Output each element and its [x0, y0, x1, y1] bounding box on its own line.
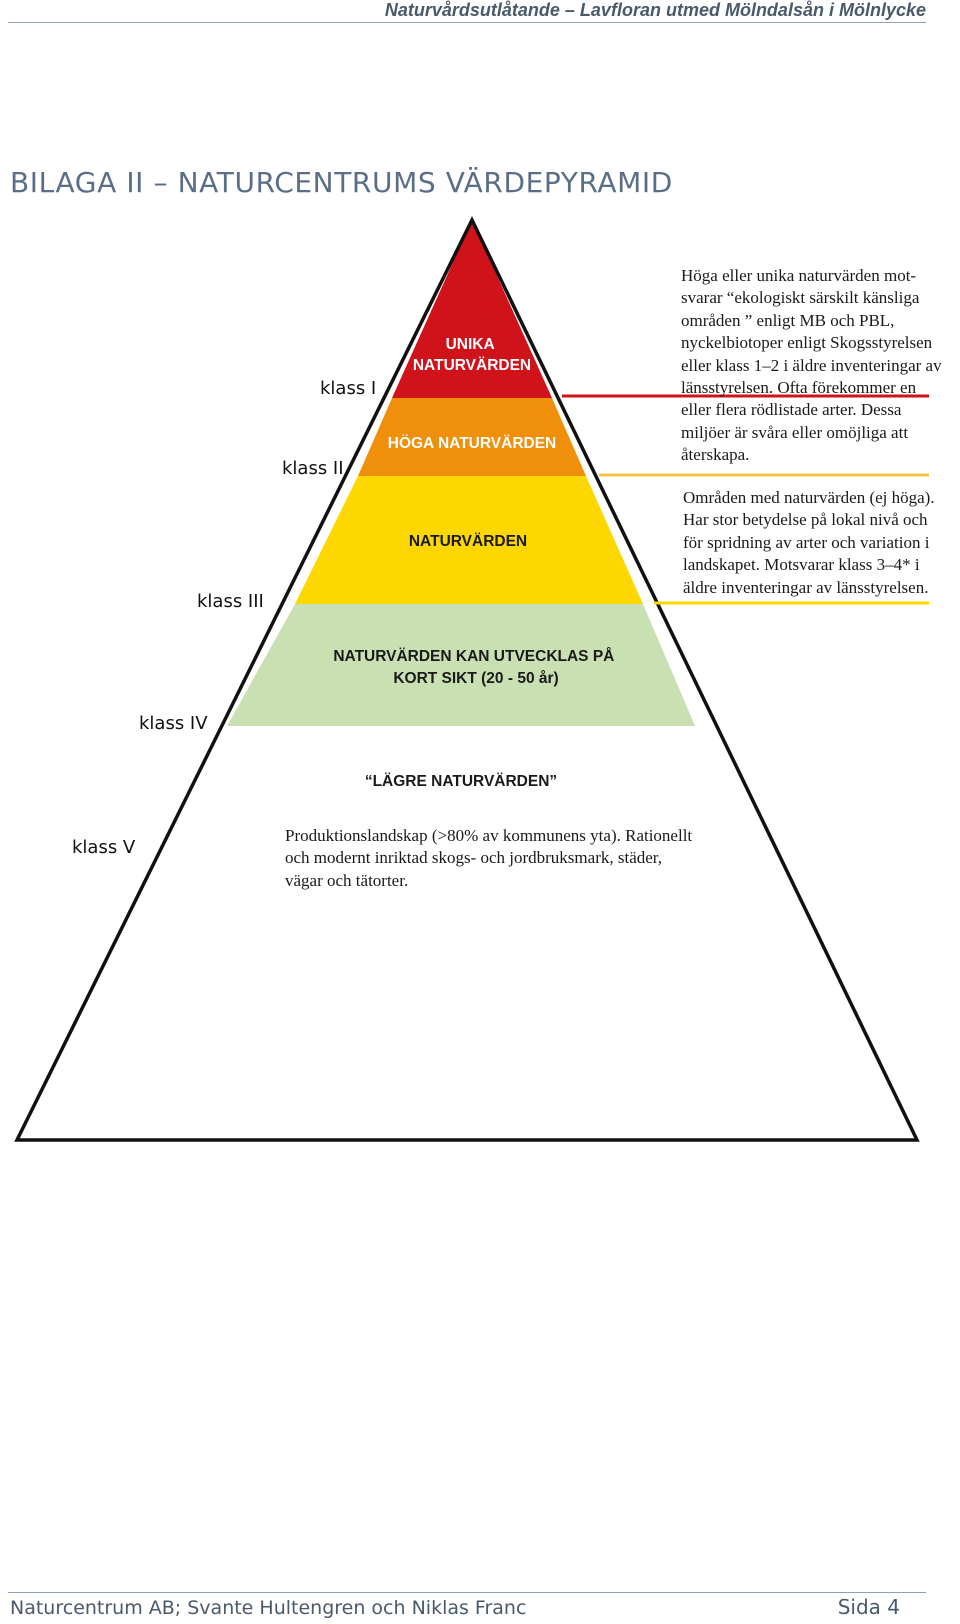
document-header-title: Naturvårdsutlåtande – Lavfloran utmed Mö…	[384, 0, 926, 20]
section-title: BILAGA II – NATURCENTRUMS VÄRDEPYRAMID	[10, 166, 673, 199]
description-high-line: eller klass 1–2 i äldre inventeringar av	[681, 355, 942, 375]
description-high-line: nyckelbiotoper enligt Skogsstyrelsen	[681, 333, 933, 353]
description-mid-line: landskapet. Motsvarar klass 3–4* i	[683, 555, 920, 575]
description-high-line: miljöer är svåra eller omöjliga att	[681, 422, 909, 442]
description-high-line: Höga eller unika naturvärden mot-	[681, 266, 917, 285]
tier-band-klass-1	[392, 220, 552, 398]
tier-label-klass-4: NATURVÄRDEN KAN UTVECKLAS PÅ KORT SIKT (…	[333, 648, 618, 687]
tier-label-klass-5: “LÄGRE NATURVÄRDEN”	[365, 773, 557, 790]
tier-label-klass-5-line-1: “LÄGRE NATURVÄRDEN”	[365, 773, 557, 790]
description-mid-line: äldre inventeringar av länsstyrelsen.	[683, 577, 929, 597]
tier-band-klass-2	[358, 398, 586, 476]
footer-authors: Naturcentrum AB; Svante Hultengren och N…	[10, 1597, 527, 1619]
description-high-values: Höga eller unika naturvärden mot- svarar…	[681, 265, 942, 467]
tier-label-klass-1: UNIKA NATURVÄRDEN	[413, 336, 531, 374]
klass-label-4: klass IV	[139, 713, 208, 734]
description-mid-values: Områden med naturvärden (ej höga). Har s…	[683, 487, 935, 599]
tier-band-klass-4	[227, 604, 695, 726]
description-mid-line: Områden med naturvärden (ej höga).	[683, 488, 935, 507]
description-mid-line: för spridning av arter och variation i	[683, 532, 930, 552]
tier-label-klass-4-line-2: KORT SIKT (20 - 50 år)	[393, 670, 558, 687]
klass-label-5: klass V	[72, 837, 136, 858]
tier-label-klass-1-line-1: UNIKA	[446, 336, 495, 353]
description-high-line: områden ” enligt MB och PBL,	[681, 310, 895, 330]
tier-label-klass-2-line-1: HÖGA NATURVÄRDEN	[388, 435, 557, 452]
tier-band-klass-3	[295, 476, 643, 604]
description-high-line: återskapa.	[681, 445, 750, 465]
description-low-line: Produktionslandskap (>80% av kommunens y…	[285, 826, 693, 845]
pyramid-outline	[14, 216, 920, 1142]
tier-label-klass-4-line-1: NATURVÄRDEN KAN UTVECKLAS PÅ	[333, 648, 614, 665]
klass-label-2: klass II	[282, 458, 344, 479]
description-high-line: eller flera rödlistade arter. Dessa	[681, 400, 902, 420]
description-high-line: länsstyrelsen. Ofta förekommer en	[681, 378, 917, 398]
header-divider	[8, 22, 926, 23]
description-low-values: Produktionslandskap (>80% av kommunens y…	[285, 825, 692, 892]
description-mid-line: Har stor betydelse på lokal nivå och	[683, 510, 928, 530]
tier-label-klass-1-line-2: NATURVÄRDEN	[413, 357, 531, 374]
description-high-line: svarar “ekologiskt särskilt känsliga	[681, 288, 920, 308]
klass-label-1: klass I	[320, 378, 376, 399]
description-low-line: vägar och tätorter.	[285, 870, 409, 890]
klass-label-3: klass III	[197, 591, 264, 612]
tier-band-klass-5	[17, 726, 917, 1140]
tier-label-klass-2: HÖGA NATURVÄRDEN	[388, 435, 557, 452]
footer-divider	[8, 1592, 926, 1593]
tier-label-klass-3-line-1: NATURVÄRDEN	[409, 533, 527, 550]
description-low-line: och modernt inriktad skogs- och jordbruk…	[285, 848, 663, 868]
tier-label-klass-3: NATURVÄRDEN	[409, 533, 527, 550]
page-number: Sida 4	[837, 1595, 900, 1619]
